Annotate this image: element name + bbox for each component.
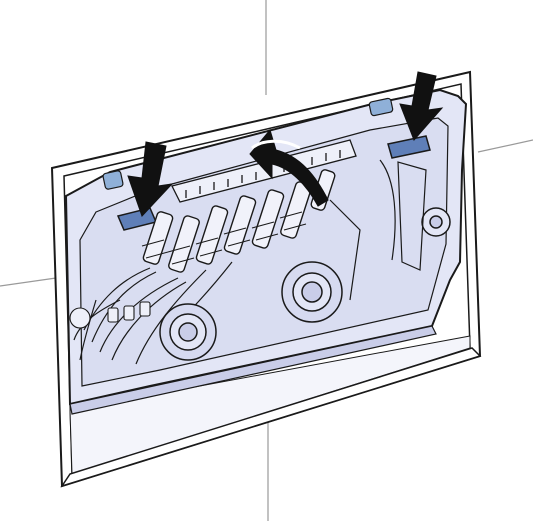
- connector-3: [195, 205, 229, 265]
- clip-left-top: [102, 170, 124, 190]
- connector-1: [142, 211, 174, 265]
- hose-clips: [69, 301, 151, 329]
- connector-2: [168, 215, 200, 273]
- frame-lip: [60, 347, 482, 488]
- connector-4: [223, 195, 257, 255]
- clip-right-top: [368, 97, 394, 117]
- blue-clips: [102, 97, 394, 190]
- connector-bands: [141, 211, 307, 265]
- press-left-arrow: [127, 141, 174, 217]
- cable-connectors: [142, 169, 336, 273]
- right-channel: [329, 159, 427, 301]
- panel-bottom-edge: [69, 325, 437, 415]
- round-fittings: [159, 207, 451, 361]
- tilt-curved-arrow: [249, 128, 329, 207]
- press-right-arrow: [399, 71, 444, 141]
- connector-5: [251, 189, 285, 249]
